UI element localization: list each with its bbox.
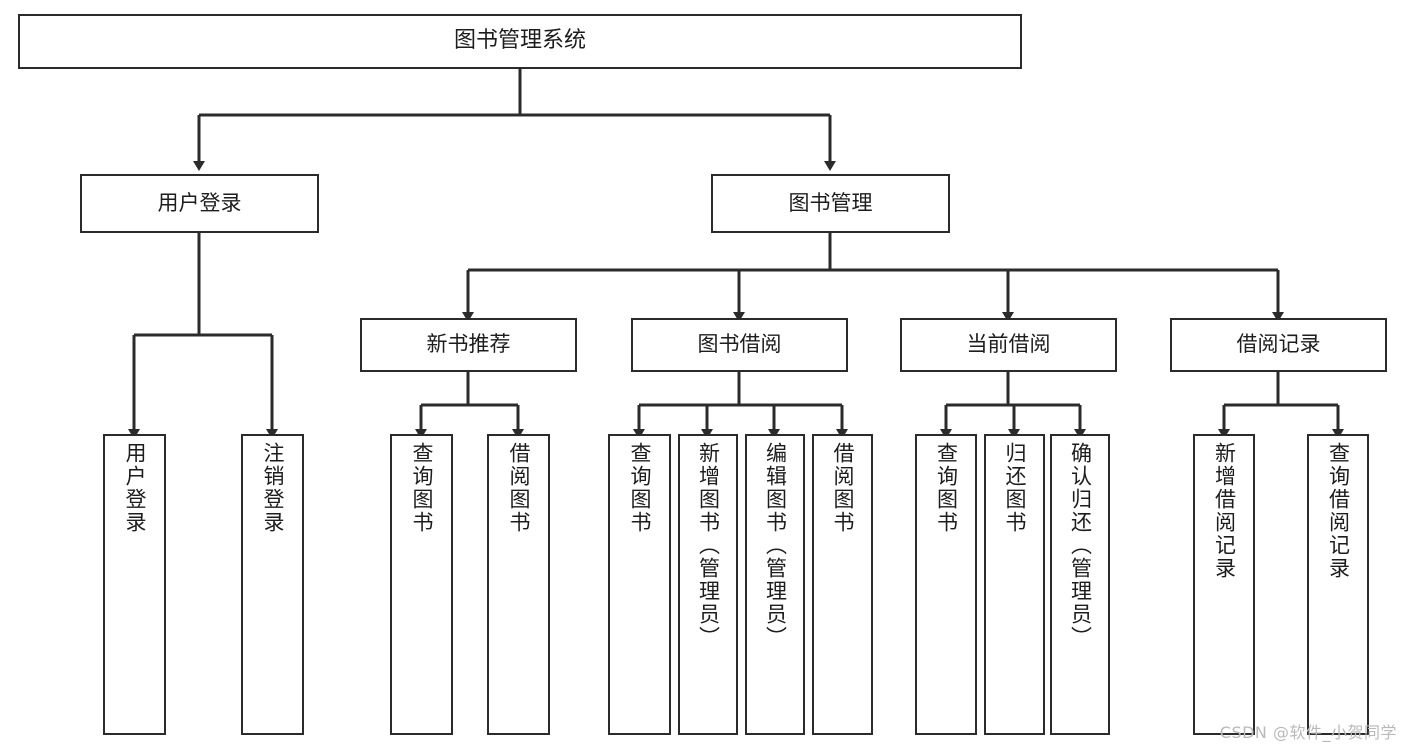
node-book-management-label: 图书管理 <box>788 190 873 215</box>
leaf-current-query-book-label: 查询图书 <box>934 442 959 534</box>
node-user-login-label: 用户登录 <box>157 190 242 215</box>
leaf-recommend-borrow-book-label: 借阅图书 <box>507 442 531 534</box>
leaf-current-confirm-return-admin[interactable]: 确认归还（管理员） <box>1050 434 1110 735</box>
node-borrow-record[interactable]: 借阅记录 <box>1170 318 1387 372</box>
node-new-book-recommend-label: 新书推荐 <box>426 332 511 357</box>
leaf-recommend-query-book-label: 查询图书 <box>410 442 434 534</box>
leaf-borrow-borrow-book[interactable]: 借阅图书 <box>812 434 873 735</box>
leaf-user-login-signin[interactable]: 用户登录 <box>103 434 166 735</box>
leaf-record-query-record-label: 查询借阅记录 <box>1326 442 1351 580</box>
node-current-borrow[interactable]: 当前借阅 <box>900 318 1117 372</box>
leaf-borrow-add-book-admin-label: 新增图书（管理员） <box>696 442 721 649</box>
leaf-borrow-query-book-label: 查询图书 <box>628 442 652 534</box>
node-current-borrow-label: 当前借阅 <box>966 332 1051 357</box>
leaf-current-query-book[interactable]: 查询图书 <box>915 434 977 735</box>
leaf-borrow-add-book-admin[interactable]: 新增图书（管理员） <box>678 434 738 735</box>
leaf-borrow-borrow-book-label: 借阅图书 <box>831 442 855 534</box>
leaf-recommend-borrow-book[interactable]: 借阅图书 <box>487 434 550 735</box>
leaf-user-login-signin-label: 用户登录 <box>123 442 147 534</box>
leaf-user-login-signout[interactable]: 注销登录 <box>241 434 304 735</box>
node-new-book-recommend[interactable]: 新书推荐 <box>360 318 577 372</box>
leaf-borrow-edit-book-admin-label: 编辑图书（管理员） <box>763 442 788 649</box>
leaf-user-login-signout-label: 注销登录 <box>261 442 285 534</box>
node-borrow-record-label: 借阅记录 <box>1236 332 1321 357</box>
node-book-borrow-label: 图书借阅 <box>697 332 782 357</box>
csdn-watermark: CSDN @软件_小贺同学 <box>1219 723 1397 742</box>
leaf-recommend-query-book[interactable]: 查询图书 <box>390 434 453 735</box>
leaf-borrow-query-book[interactable]: 查询图书 <box>608 434 671 735</box>
node-book-borrow[interactable]: 图书借阅 <box>631 318 848 372</box>
node-user-login[interactable]: 用户登录 <box>80 174 319 233</box>
node-root-system-label: 图书管理系统 <box>453 28 586 54</box>
node-root-system[interactable]: 图书管理系统 <box>18 14 1022 69</box>
leaf-current-confirm-return-admin-label: 确认归还（管理员） <box>1068 442 1093 649</box>
leaf-current-return-book[interactable]: 归还图书 <box>984 434 1045 735</box>
leaf-borrow-edit-book-admin[interactable]: 编辑图书（管理员） <box>745 434 805 735</box>
leaf-current-return-book-label: 归还图书 <box>1003 442 1027 534</box>
node-book-management[interactable]: 图书管理 <box>711 174 950 233</box>
leaf-record-query-record[interactable]: 查询借阅记录 <box>1307 434 1369 735</box>
leaf-record-add-record-label: 新增借阅记录 <box>1212 442 1237 580</box>
leaf-record-add-record[interactable]: 新增借阅记录 <box>1193 434 1255 735</box>
